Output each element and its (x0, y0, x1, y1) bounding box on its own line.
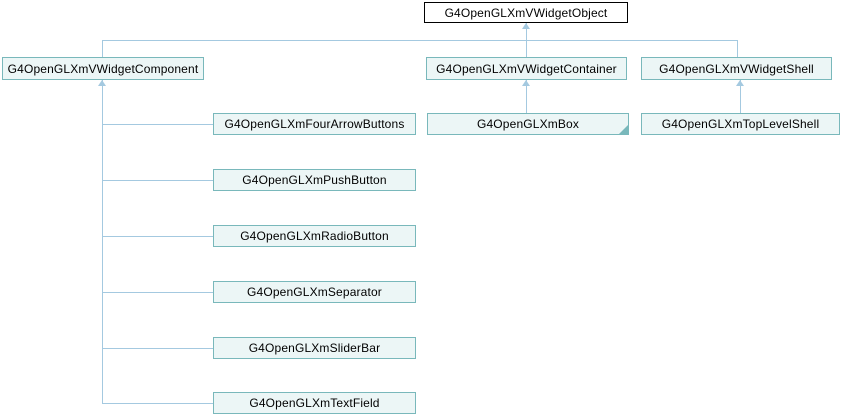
arrowhead-shell (736, 80, 744, 86)
node-g4openglxmvwidgetcontainer[interactable]: G4OpenGLXmVWidgetContainer (426, 57, 627, 80)
edge-leg-to-object (526, 23, 527, 40)
node-g4openglxmsliderbar[interactable]: G4OpenGLXmSliderBar (213, 337, 416, 359)
edge-stub-radio-button (102, 236, 213, 237)
node-g4openglxmtoplevelshell[interactable]: G4OpenGLXmTopLevelShell (641, 113, 840, 135)
node-label: G4OpenGLXmVWidgetObject (444, 5, 608, 20)
edge-drop-shell (737, 40, 738, 57)
node-g4openglxmseparator[interactable]: G4OpenGLXmSeparator (213, 281, 416, 303)
edge-stub-four-arrow-buttons (102, 124, 213, 125)
edge-stub-push-button (102, 180, 213, 181)
node-label: G4OpenGLXmSliderBar (248, 341, 381, 355)
node-g4openglxmbox[interactable]: G4OpenGLXmBox (427, 113, 629, 135)
node-g4openglxmradiobutton[interactable]: G4OpenGLXmRadioButton (213, 225, 416, 247)
arrowhead-container (522, 80, 530, 86)
edge-toplevelshell-to-shell (740, 80, 741, 113)
node-g4openglxmpushbutton[interactable]: G4OpenGLXmPushButton (213, 169, 416, 191)
node-g4openglxmvwidgetshell[interactable]: G4OpenGLXmVWidgetShell (641, 57, 832, 80)
truncation-marker (619, 125, 628, 134)
edge-box-to-container (526, 80, 527, 113)
arrowhead-object (522, 23, 530, 29)
node-g4openglxmvwidgetobject: G4OpenGLXmVWidgetObject (424, 2, 628, 23)
node-label: G4OpenGLXmBox (477, 117, 579, 131)
node-label: G4OpenGLXmTextField (249, 396, 380, 410)
node-label: G4OpenGLXmVWidgetContainer (436, 61, 617, 76)
edge-spine-component-children (102, 80, 103, 403)
node-g4openglxmfourarrowbuttons[interactable]: G4OpenGLXmFourArrowButtons (213, 113, 416, 135)
edge-bus-root (102, 40, 738, 41)
node-label: G4OpenGLXmSeparator (247, 285, 382, 299)
node-label: G4OpenGLXmTopLevelShell (661, 117, 820, 131)
node-label: G4OpenGLXmVWidgetComponent (7, 61, 199, 76)
node-g4openglxmvwidgetcomponent[interactable]: G4OpenGLXmVWidgetComponent (2, 57, 204, 80)
arrowhead-component (98, 80, 106, 86)
edge-stub-slider-bar (102, 348, 213, 349)
node-label: G4OpenGLXmPushButton (242, 173, 387, 187)
edge-drop-container (526, 40, 527, 57)
edge-stub-text-field (102, 403, 213, 404)
edge-stub-separator (102, 292, 213, 293)
node-label: G4OpenGLXmVWidgetShell (659, 61, 814, 76)
node-g4openglxmtextfield[interactable]: G4OpenGLXmTextField (213, 392, 416, 414)
node-label: G4OpenGLXmFourArrowButtons (224, 117, 405, 131)
node-label: G4OpenGLXmRadioButton (240, 229, 389, 243)
edge-drop-component (102, 40, 103, 57)
